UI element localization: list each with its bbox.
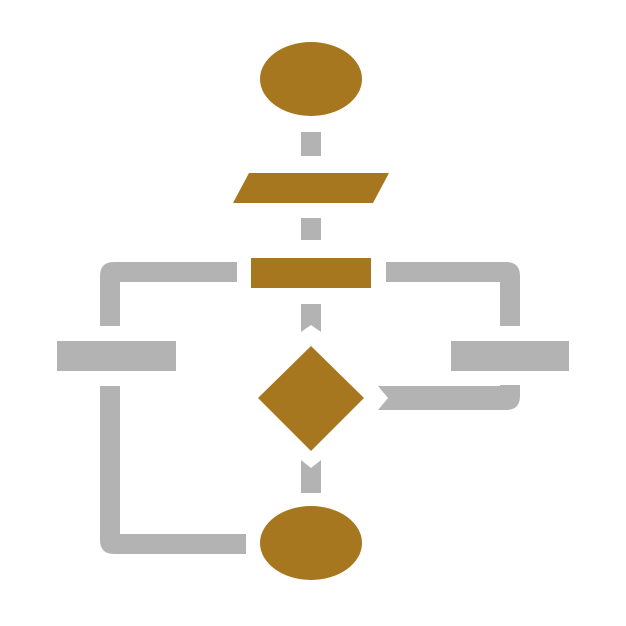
- connector-step-decision: [301, 304, 321, 332]
- connector-decision-end: [301, 460, 321, 493]
- left-branch-step: [57, 341, 176, 371]
- connector-left-end: [100, 386, 246, 554]
- connector-start-input: [301, 132, 321, 156]
- connector-step-right: [386, 262, 520, 326]
- input-parallelogram: [233, 173, 389, 203]
- connector-step-left: [100, 262, 237, 326]
- right-branch-step: [451, 341, 569, 371]
- connector-right-decision: [378, 385, 520, 410]
- connector-input-step: [301, 218, 321, 240]
- start-terminator: [260, 42, 362, 116]
- end-terminator: [260, 506, 362, 580]
- process-step: [251, 258, 371, 288]
- connectors: [100, 132, 520, 554]
- nodes: [57, 42, 569, 580]
- decision-diamond: [258, 346, 364, 451]
